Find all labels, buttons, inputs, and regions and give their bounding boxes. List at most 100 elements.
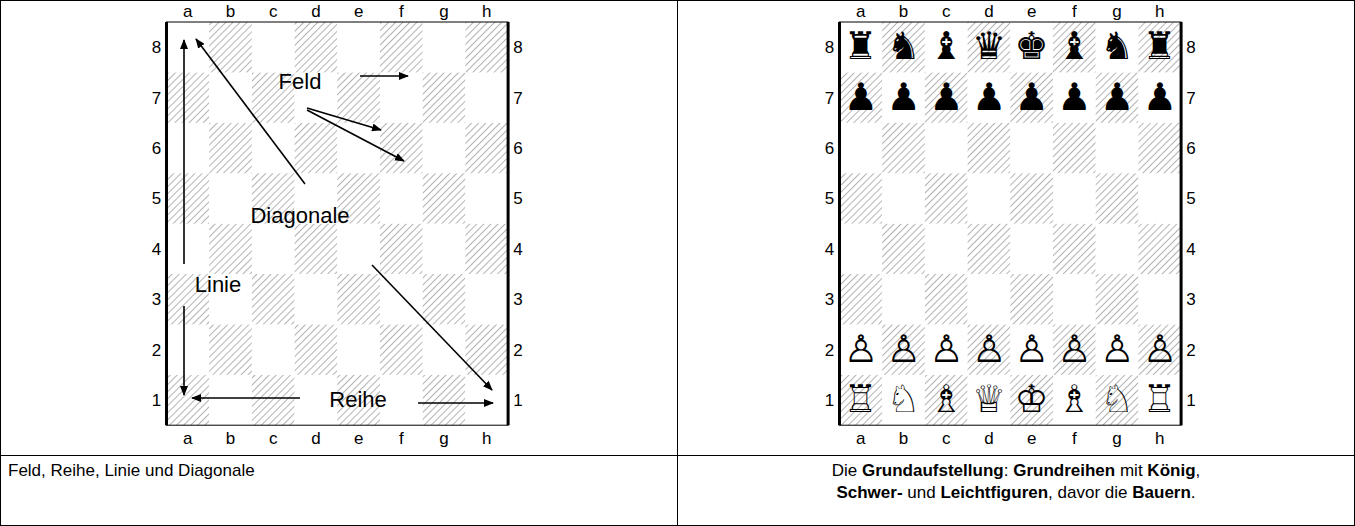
rank-number: 4: [1186, 240, 1195, 257]
file-letter: h: [482, 3, 491, 20]
board-square: [882, 72, 925, 122]
caption-text: Grundreihen: [1013, 461, 1115, 480]
board-square: [925, 72, 968, 122]
file-letter: b: [899, 3, 908, 20]
chess-piece: ♕: [972, 380, 1006, 418]
board-square: [1096, 375, 1139, 425]
board-square: [925, 375, 968, 425]
chess-piece: ♞: [887, 27, 921, 65]
rank-number: 5: [152, 190, 161, 207]
pointer-arrow: [196, 39, 305, 184]
board-square: [209, 173, 252, 223]
file-letter: f: [399, 430, 404, 447]
board-square: [882, 375, 925, 425]
board-square: [1053, 123, 1096, 173]
chess-piece: ♞: [1100, 27, 1134, 65]
board-square: [423, 22, 466, 72]
board-square: [465, 22, 508, 72]
board-square: [380, 224, 423, 274]
chess-piece: ♛: [972, 27, 1006, 65]
file-letter: g: [439, 430, 448, 447]
chess-piece: ♖: [844, 380, 878, 418]
board-square: [252, 274, 295, 324]
term-label: Feld: [279, 71, 322, 93]
rank-number: 5: [1186, 190, 1195, 207]
rank-number: 4: [152, 240, 161, 257]
board-square: [968, 22, 1011, 72]
rank-number: 5: [825, 190, 834, 207]
rank-number: 3: [513, 291, 522, 308]
board-square: [1138, 224, 1181, 274]
rank-number: 4: [513, 240, 522, 257]
board-square: [167, 375, 210, 425]
chess-piece: ♟: [1057, 78, 1091, 116]
board-square: [1053, 224, 1096, 274]
board-square: [1010, 274, 1053, 324]
chess-piece: ♙: [1143, 330, 1177, 368]
board-edge: [165, 22, 168, 425]
board-square: [882, 173, 925, 223]
board-square: [465, 274, 508, 324]
board-square: [252, 224, 295, 274]
board-square: [465, 324, 508, 374]
file-letter: d: [311, 430, 320, 447]
file-letter: h: [482, 430, 491, 447]
board-edge: [838, 22, 841, 425]
board-square: [882, 123, 925, 173]
chess-piece: ♙: [844, 330, 878, 368]
chess-piece: ♙: [929, 330, 963, 368]
board-square: [380, 72, 423, 122]
pointer-arrow: [307, 108, 381, 130]
file-letter: c: [269, 3, 278, 20]
board-square: [252, 324, 295, 374]
board-square: [1096, 22, 1139, 72]
caption-text: Feld, Reihe, Linie und Diagonale: [8, 462, 255, 479]
board-square: [1010, 123, 1053, 173]
board-square: [882, 324, 925, 374]
rank-number: 6: [825, 140, 834, 157]
board-square: [1138, 375, 1181, 425]
file-letter: g: [439, 3, 448, 20]
rank-number: 2: [1186, 341, 1195, 358]
board-square: [209, 123, 252, 173]
caption-text: ,: [1196, 461, 1201, 480]
file-letter: a: [856, 430, 865, 447]
board-square: [337, 22, 380, 72]
file-letter: b: [226, 430, 235, 447]
chess-piece: ♟: [1100, 78, 1134, 116]
chess-piece: ♗: [1057, 380, 1091, 418]
rank-number: 8: [825, 39, 834, 56]
file-letter: d: [984, 430, 993, 447]
board-square: [1010, 173, 1053, 223]
board-square: [1053, 324, 1096, 374]
file-letter: f: [1072, 430, 1077, 447]
rank-number: 1: [513, 392, 522, 409]
rank-number: 2: [513, 341, 522, 358]
board-square: [968, 224, 1011, 274]
chess-piece: ♙: [1015, 330, 1049, 368]
board-square: [925, 123, 968, 173]
board-edge: [507, 22, 510, 425]
file-letter: b: [226, 3, 235, 20]
board-square: [840, 123, 883, 173]
rank-number: 7: [1186, 89, 1195, 106]
rank-number: 6: [152, 140, 161, 157]
board-square: [1096, 173, 1139, 223]
file-letter: e: [354, 430, 363, 447]
file-letter: c: [942, 430, 951, 447]
chess-piece: ♘: [887, 380, 921, 418]
board-square: [465, 72, 508, 122]
caption-text: Bauern: [1132, 483, 1191, 502]
chess-piece: ♝: [1057, 27, 1091, 65]
caption-text: König: [1147, 461, 1195, 480]
chess-piece: ♟: [929, 78, 963, 116]
chess-piece: ♟: [887, 78, 921, 116]
board-square: [1053, 22, 1096, 72]
chess-piece: ♔: [1015, 380, 1049, 418]
board-square: [209, 375, 252, 425]
board-square: [295, 22, 338, 72]
rank-number: 7: [152, 89, 161, 106]
board-square: [209, 324, 252, 374]
